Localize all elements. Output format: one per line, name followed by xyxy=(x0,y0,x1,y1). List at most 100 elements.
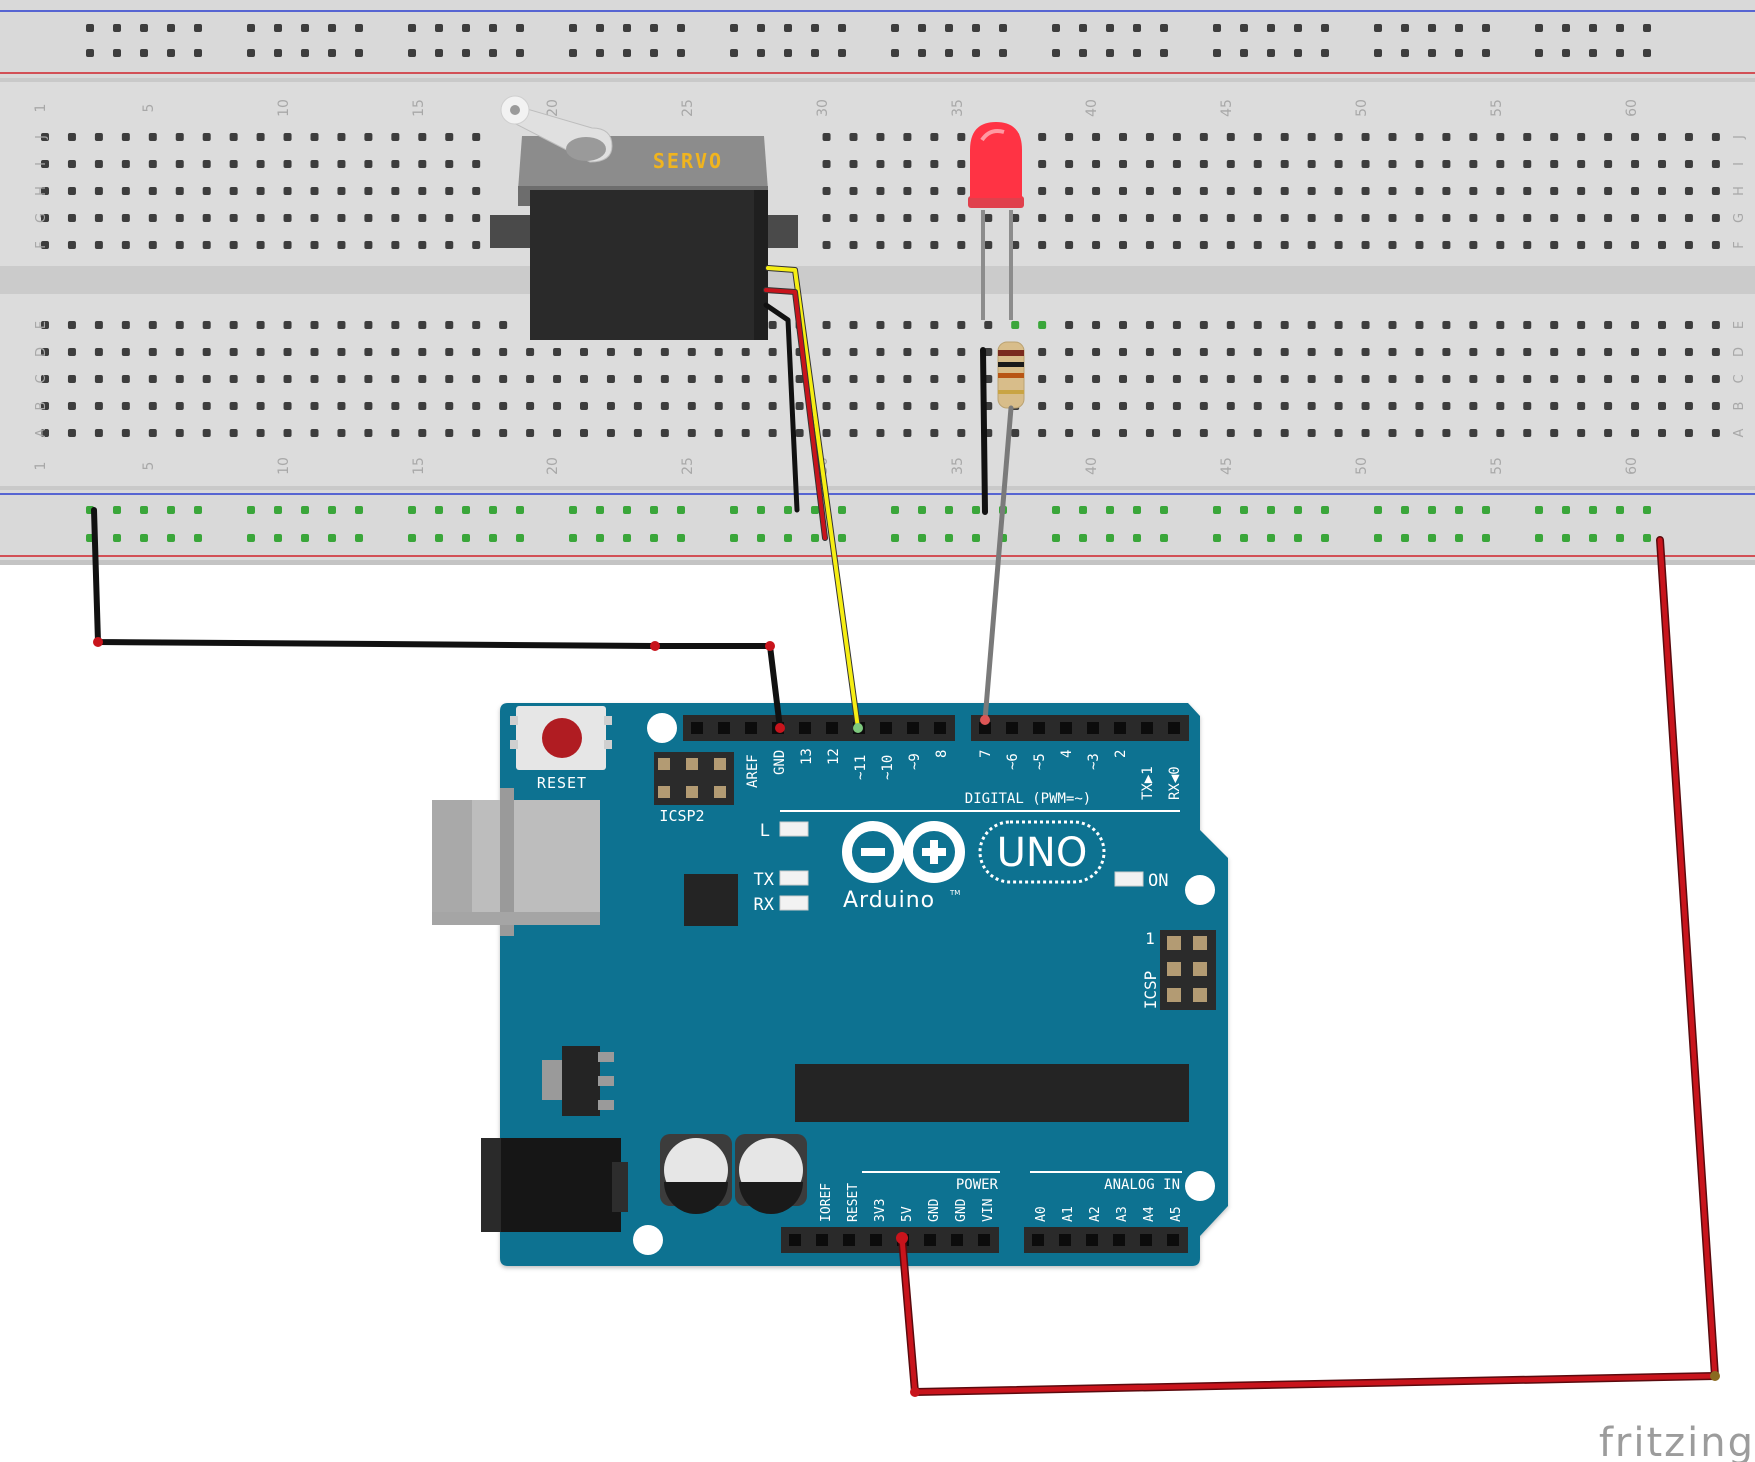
breadboard-hole[interactable] xyxy=(1577,321,1586,329)
breadboard-hole[interactable] xyxy=(903,375,912,383)
breadboard-hole[interactable] xyxy=(1226,375,1235,383)
header-pin[interactable] xyxy=(1060,722,1072,734)
breadboard-hole[interactable] xyxy=(472,402,481,410)
header-pin[interactable] xyxy=(978,1234,990,1246)
breadboard-hole[interactable] xyxy=(1388,133,1397,141)
breadboard-hole[interactable] xyxy=(1307,375,1316,383)
breadboard-hole[interactable] xyxy=(1092,375,1101,383)
header-pin[interactable] xyxy=(816,1234,828,1246)
rail-hole[interactable] xyxy=(891,49,899,57)
breadboard-hole[interactable] xyxy=(472,321,481,329)
breadboard-hole[interactable] xyxy=(741,375,750,383)
breadboard-hole[interactable] xyxy=(606,375,615,383)
breadboard-hole[interactable] xyxy=(148,375,157,383)
rail-hole[interactable] xyxy=(677,49,685,57)
header-pin[interactable] xyxy=(1032,1234,1044,1246)
breadboard-hole[interactable] xyxy=(849,187,858,195)
header-pin[interactable] xyxy=(1140,1234,1152,1246)
rail-hole[interactable] xyxy=(301,49,309,57)
breadboard-hole[interactable] xyxy=(1172,402,1181,410)
breadboard-hole[interactable] xyxy=(391,133,400,141)
rail-hole[interactable] xyxy=(1106,24,1114,32)
rail-hole[interactable] xyxy=(1562,506,1570,514)
breadboard-hole[interactable] xyxy=(822,214,831,222)
breadboard-hole[interactable] xyxy=(687,348,696,356)
breadboard-hole[interactable] xyxy=(1631,375,1640,383)
breadboard-hole[interactable] xyxy=(229,321,238,329)
rail-hole[interactable] xyxy=(1374,24,1382,32)
breadboard-hole[interactable] xyxy=(1172,321,1181,329)
breadboard-hole[interactable] xyxy=(148,187,157,195)
breadboard-hole[interactable] xyxy=(795,375,804,383)
breadboard-hole[interactable] xyxy=(1496,429,1505,437)
breadboard-hole[interactable] xyxy=(148,402,157,410)
rail-hole[interactable] xyxy=(1428,506,1436,514)
breadboard-hole[interactable] xyxy=(1199,348,1208,356)
breadboard-hole[interactable] xyxy=(283,321,292,329)
rail-hole[interactable] xyxy=(1294,49,1302,57)
rail-hole[interactable] xyxy=(811,24,819,32)
breadboard-hole[interactable] xyxy=(1631,402,1640,410)
breadboard-hole[interactable] xyxy=(1550,402,1559,410)
rail-hole[interactable] xyxy=(1482,24,1490,32)
breadboard-hole[interactable] xyxy=(1469,160,1478,168)
breadboard-hole[interactable] xyxy=(984,321,993,329)
breadboard-hole[interactable] xyxy=(741,429,750,437)
breadboard-hole[interactable] xyxy=(364,160,373,168)
breadboard-hole[interactable] xyxy=(41,375,49,383)
breadboard-hole[interactable] xyxy=(903,241,912,249)
breadboard-hole[interactable] xyxy=(67,241,76,249)
breadboard-hole[interactable] xyxy=(1711,187,1720,195)
breadboard-hole[interactable] xyxy=(310,348,319,356)
breadboard-hole[interactable] xyxy=(1038,429,1047,437)
breadboard-hole[interactable] xyxy=(1604,160,1613,168)
breadboard-hole[interactable] xyxy=(1523,348,1532,356)
rail-hole[interactable] xyxy=(972,534,980,542)
breadboard-hole[interactable] xyxy=(1092,241,1101,249)
breadboard-hole[interactable] xyxy=(1415,187,1424,195)
breadboard-hole[interactable] xyxy=(1523,375,1532,383)
breadboard-hole[interactable] xyxy=(1065,375,1074,383)
breadboard-hole[interactable] xyxy=(930,321,939,329)
breadboard-hole[interactable] xyxy=(526,375,535,383)
breadboard-hole[interactable] xyxy=(445,348,454,356)
breadboard-hole[interactable] xyxy=(1550,133,1559,141)
breadboard-hole[interactable] xyxy=(472,187,481,195)
breadboard-hole[interactable] xyxy=(741,402,750,410)
breadboard-hole[interactable] xyxy=(1604,375,1613,383)
rail-hole[interactable] xyxy=(194,49,202,57)
rail-hole[interactable] xyxy=(194,506,202,514)
rail-hole[interactable] xyxy=(1401,506,1409,514)
breadboard-hole[interactable] xyxy=(1119,187,1127,195)
breadboard-hole[interactable] xyxy=(256,321,265,329)
breadboard-hole[interactable] xyxy=(822,133,831,141)
breadboard-hole[interactable] xyxy=(876,160,885,168)
breadboard-hole[interactable] xyxy=(849,241,858,249)
breadboard-hole[interactable] xyxy=(391,321,400,329)
breadboard-hole[interactable] xyxy=(1658,187,1666,195)
breadboard-hole[interactable] xyxy=(1469,133,1478,141)
rail-hole[interactable] xyxy=(435,534,443,542)
breadboard-hole[interactable] xyxy=(148,133,157,141)
rail-hole[interactable] xyxy=(113,49,121,57)
breadboard-hole[interactable] xyxy=(1658,429,1666,437)
breadboard-hole[interactable] xyxy=(957,429,966,437)
breadboard-hole[interactable] xyxy=(1550,375,1559,383)
rail-hole[interactable] xyxy=(1616,49,1624,57)
breadboard-hole[interactable] xyxy=(283,402,292,410)
rail-hole[interactable] xyxy=(408,534,416,542)
breadboard-hole[interactable] xyxy=(1226,429,1235,437)
breadboard-hole[interactable] xyxy=(41,160,49,168)
breadboard-hole[interactable] xyxy=(256,133,265,141)
rail-hole[interactable] xyxy=(1240,49,1248,57)
rail-hole[interactable] xyxy=(1643,506,1651,514)
header-pin[interactable] xyxy=(1087,722,1099,734)
breadboard-hole[interactable] xyxy=(1631,187,1640,195)
breadboard-hole[interactable] xyxy=(1172,133,1181,141)
breadboard-hole[interactable] xyxy=(1119,348,1127,356)
breadboard-hole[interactable] xyxy=(364,187,373,195)
breadboard-hole[interactable] xyxy=(1172,429,1181,437)
breadboard-hole[interactable] xyxy=(202,402,211,410)
breadboard-hole[interactable] xyxy=(1550,321,1559,329)
breadboard-hole[interactable] xyxy=(876,429,885,437)
